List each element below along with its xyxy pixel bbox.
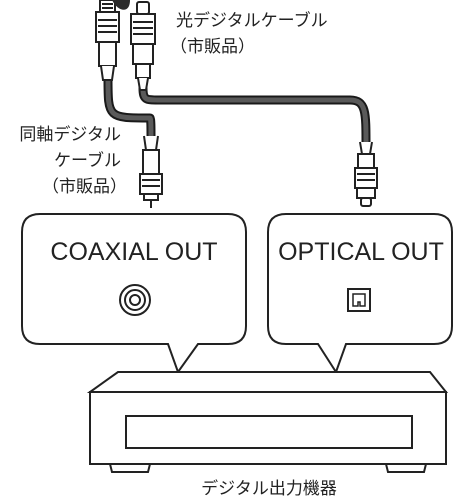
coaxial-jack-icon (119, 284, 151, 316)
coaxial-cable-label-line3: （市販品） (42, 177, 127, 197)
coaxial-cable-label-line2: ケーブル (54, 150, 121, 171)
coaxial-port-label: COAXIAL OUT (50, 238, 217, 266)
coaxial-cable-label-line1: 同軸デジタル (19, 124, 121, 145)
digital-output-device (86, 371, 449, 473)
optical-callout (267, 213, 453, 375)
coaxial-cable (103, 73, 156, 143)
optical-cable-label-line2: （市販品） (170, 37, 255, 57)
rca-plug-top-icon (95, 0, 120, 81)
coaxial-callout (21, 213, 247, 375)
optical-jack-icon (347, 288, 371, 312)
device-label: デジタル出力機器 (201, 478, 337, 499)
optical-cable-label-line1: 光デジタルケーブル (176, 10, 328, 31)
rca-plug-bottom-icon (139, 135, 163, 208)
optical-plug-bottom-icon (354, 141, 378, 207)
optical-cable (138, 83, 371, 150)
optical-port-label: OPTICAL OUT (278, 238, 444, 266)
cable-loop-icon (112, 0, 130, 10)
optical-plug-top-icon (130, 1, 156, 91)
